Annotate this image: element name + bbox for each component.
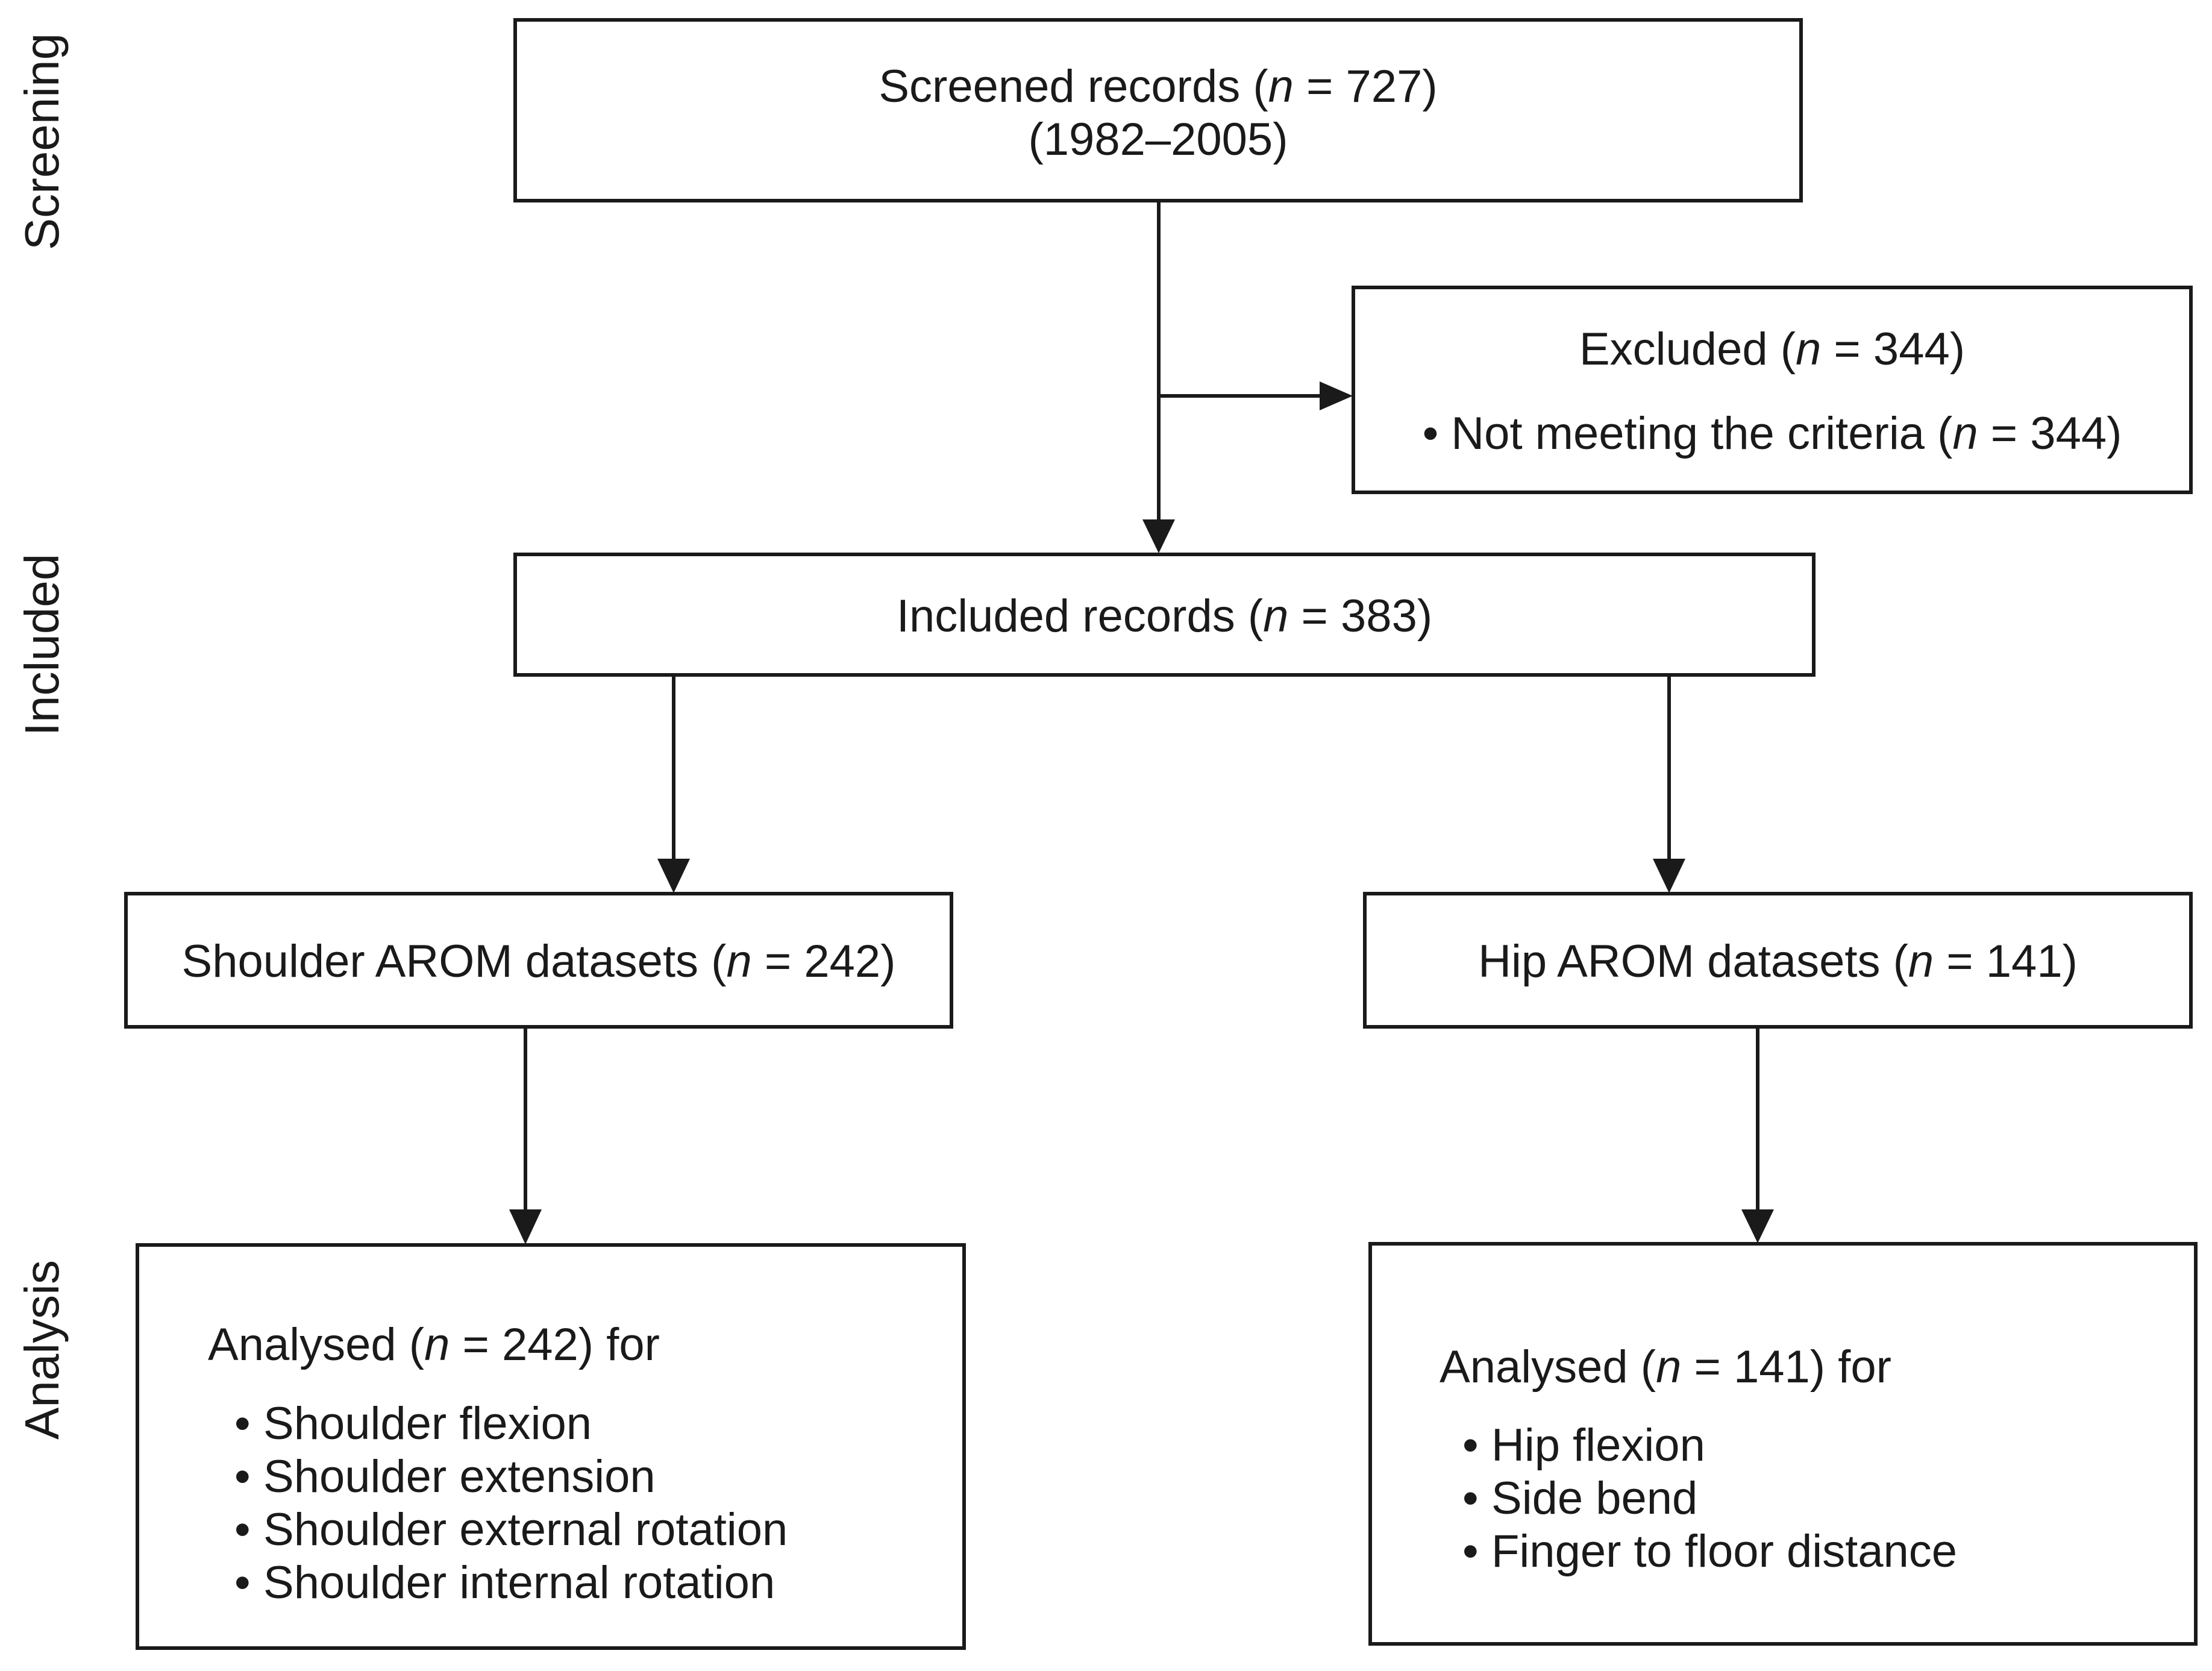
hip-datasets-box: Hip AROM datasets (n = 141) [1363, 892, 2193, 1029]
hip-analysis-item: •Side bend [1462, 1473, 1698, 1524]
screened-records-period: (1982–2005) [1028, 114, 1288, 165]
included-records-box: Included records (n = 383) [513, 553, 1816, 677]
arrowhead-included [1142, 519, 1175, 553]
shoulder-analysis-item: •Shoulder extension [234, 1451, 656, 1502]
excluded-box: Excluded (n = 344) • Not meeting the cri… [1352, 286, 2193, 494]
hip-datasets-count: Hip AROM datasets (n = 141) [1478, 936, 2078, 987]
shoulder-analysis-item: •Shoulder flexion [234, 1398, 592, 1449]
shoulder-analysis-heading: Analysed (n = 242) for [208, 1319, 660, 1370]
excluded-reason: • Not meeting the criteria (n = 344) [1422, 408, 2122, 459]
hip-analysis-heading: Analysed (n = 141) for [1440, 1341, 1891, 1393]
shoulder-datasets-box: Shoulder AROM datasets (n = 242) [124, 892, 953, 1029]
screened-records-count: Screened records (n = 727) [879, 61, 1438, 112]
arrowhead-hip [1653, 859, 1685, 893]
arrowhead-excluded [1320, 381, 1353, 410]
excluded-count: Excluded (n = 344) [1579, 324, 1966, 375]
arrowhead-shoulder-analysis [509, 1209, 542, 1244]
shoulder-analysis-item: •Shoulder external rotation [234, 1504, 788, 1555]
shoulder-analysis-box: Analysed (n = 242) for •Shoulder flexion… [136, 1243, 966, 1650]
shoulder-analysis-item: •Shoulder internal rotation [234, 1557, 775, 1608]
hip-analysis-box: Analysed (n = 141) for •Hip flexion •Sid… [1368, 1242, 2198, 1646]
arrowhead-hip-analysis [1741, 1209, 1774, 1243]
shoulder-datasets-count: Shoulder AROM datasets (n = 242) [181, 936, 896, 987]
hip-analysis-item: •Finger to floor distance [1462, 1526, 1958, 1577]
screened-records-box: Screened records (n = 727) (1982–2005) [513, 18, 1803, 202]
included-records-count: Included records (n = 383) [896, 591, 1433, 642]
arrowhead-shoulder [657, 859, 690, 893]
hip-analysis-item: •Hip flexion [1462, 1420, 1705, 1471]
